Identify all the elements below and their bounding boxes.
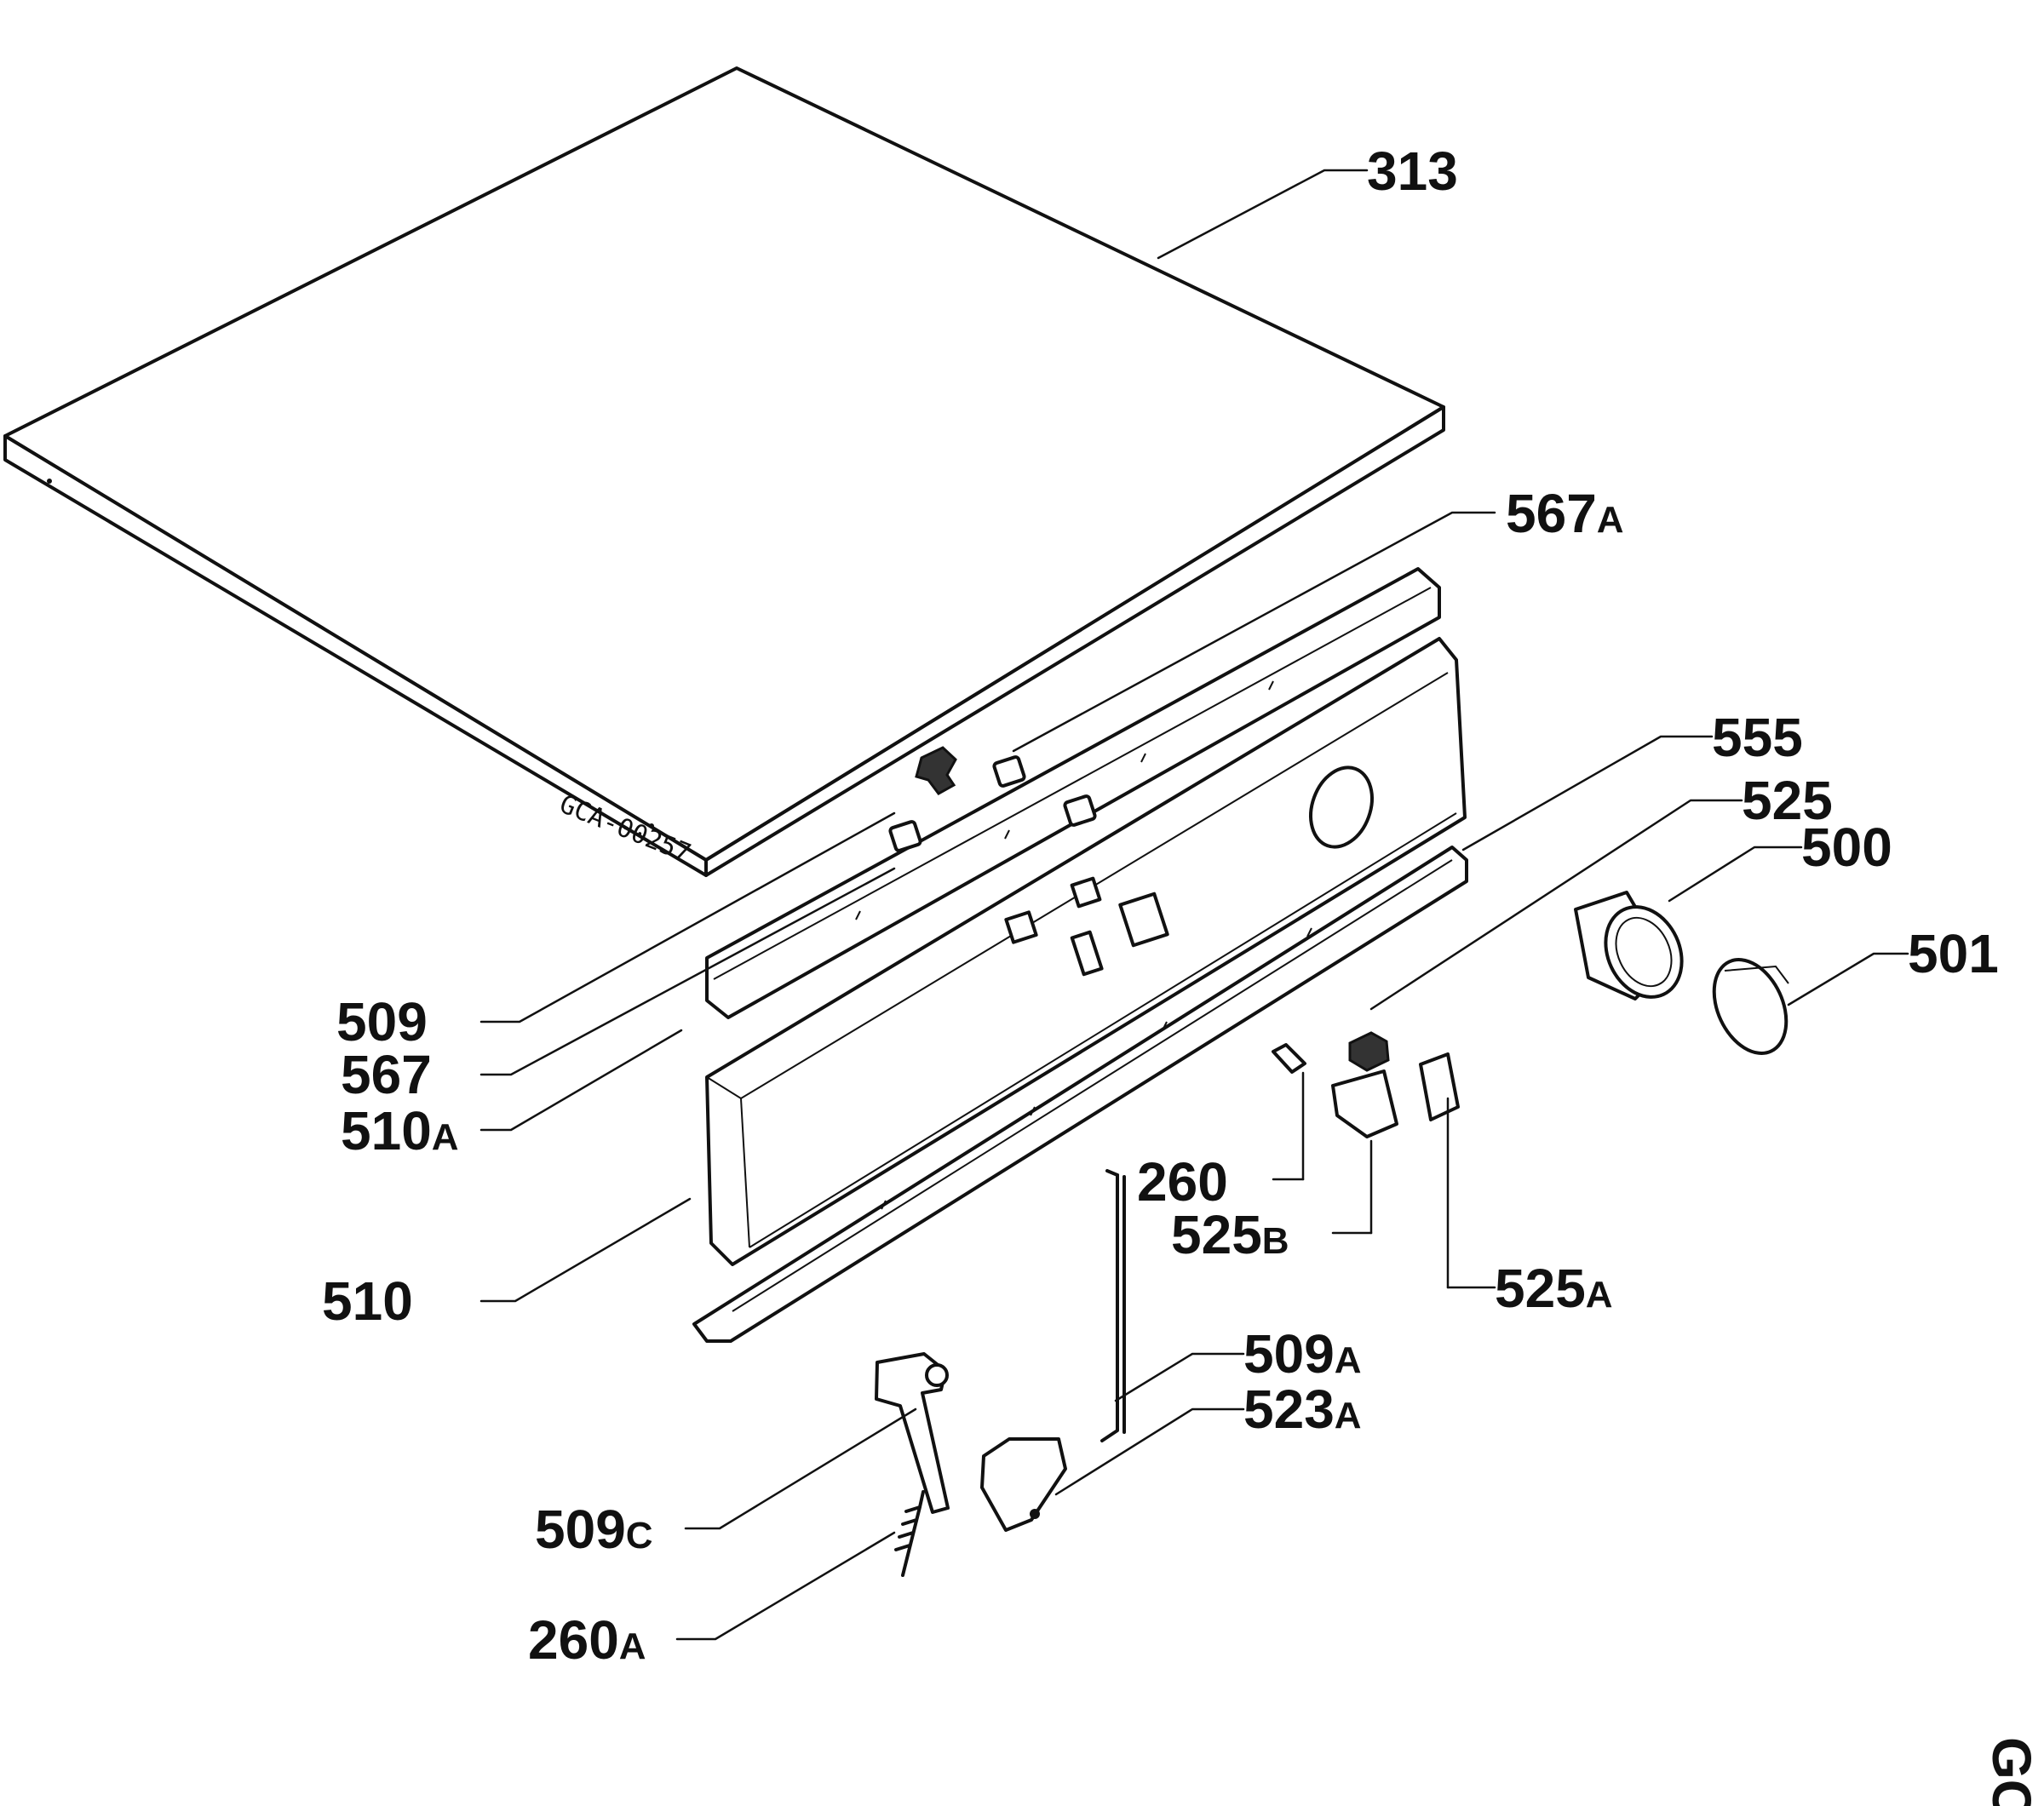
part-525B-switch: [1331, 1069, 1398, 1138]
svg-text:525A: 525A: [1495, 1258, 1613, 1319]
part-260A-spring: [894, 1490, 925, 1577]
part-501-knob: [1712, 958, 1789, 1055]
svg-text:501: 501: [1908, 923, 1999, 984]
label-501: 501: [1908, 923, 1999, 984]
svg-text:500: 500: [1801, 817, 1892, 878]
svg-text:510: 510: [322, 1270, 413, 1332]
part-lower-strip: [692, 846, 1468, 1343]
svg-text:525B: 525B: [1171, 1204, 1289, 1265]
label-260A: 260A: [528, 1609, 646, 1671]
label-510A: 510A: [341, 1100, 459, 1161]
svg-text:523A: 523A: [1243, 1379, 1362, 1440]
part-510-control-panel: [705, 637, 1467, 1266]
svg-text:567: 567: [341, 1044, 432, 1105]
label-555: 555: [1712, 707, 1803, 768]
label-260: 260: [1137, 1151, 1228, 1213]
label-525B: 525B: [1171, 1204, 1289, 1265]
label-500: 500: [1801, 817, 1892, 878]
svg-text:313: 313: [1367, 140, 1458, 202]
label-525A: 525A: [1495, 1258, 1613, 1319]
part-567A-trim-strip: [705, 567, 1441, 1019]
label-313: 313: [1367, 140, 1458, 202]
label-525: 525: [1742, 770, 1833, 831]
svg-text:555: 555: [1712, 707, 1803, 768]
svg-text:260A: 260A: [528, 1609, 646, 1671]
corner-mark: GC: [1981, 1737, 2042, 1806]
label-509: 509: [336, 991, 428, 1052]
part-260-spring: [1272, 1043, 1306, 1074]
part-555-switch: [1348, 1031, 1390, 1072]
svg-text:567A: 567A: [1506, 483, 1624, 544]
label-510: 510: [322, 1270, 413, 1332]
svg-text:509C: 509C: [535, 1499, 653, 1560]
svg-text:260: 260: [1137, 1151, 1228, 1213]
label-523A: 523A: [1243, 1379, 1362, 1440]
part-509A-rod: [1100, 1169, 1126, 1442]
part-525A-cover: [1419, 1052, 1460, 1121]
label-567: 567: [341, 1044, 432, 1105]
part-313-top-cover: GCA-00257: [3, 66, 1445, 877]
label-509C: 509C: [535, 1499, 653, 1560]
svg-text:509: 509: [336, 991, 428, 1052]
label-567A: 567A: [1506, 483, 1624, 544]
svg-text:510A: 510A: [341, 1100, 459, 1161]
svg-text:525: 525: [1742, 770, 1833, 831]
leader-lines: [479, 169, 1909, 1641]
part-523A-bracket: [980, 1437, 1067, 1532]
part-509C-lever: [875, 1352, 950, 1514]
label-509A: 509A: [1243, 1323, 1362, 1385]
part-509-knob-small: [888, 746, 1097, 852]
part-500-knob-base: [1574, 891, 1684, 1000]
svg-text:509A: 509A: [1243, 1323, 1362, 1385]
